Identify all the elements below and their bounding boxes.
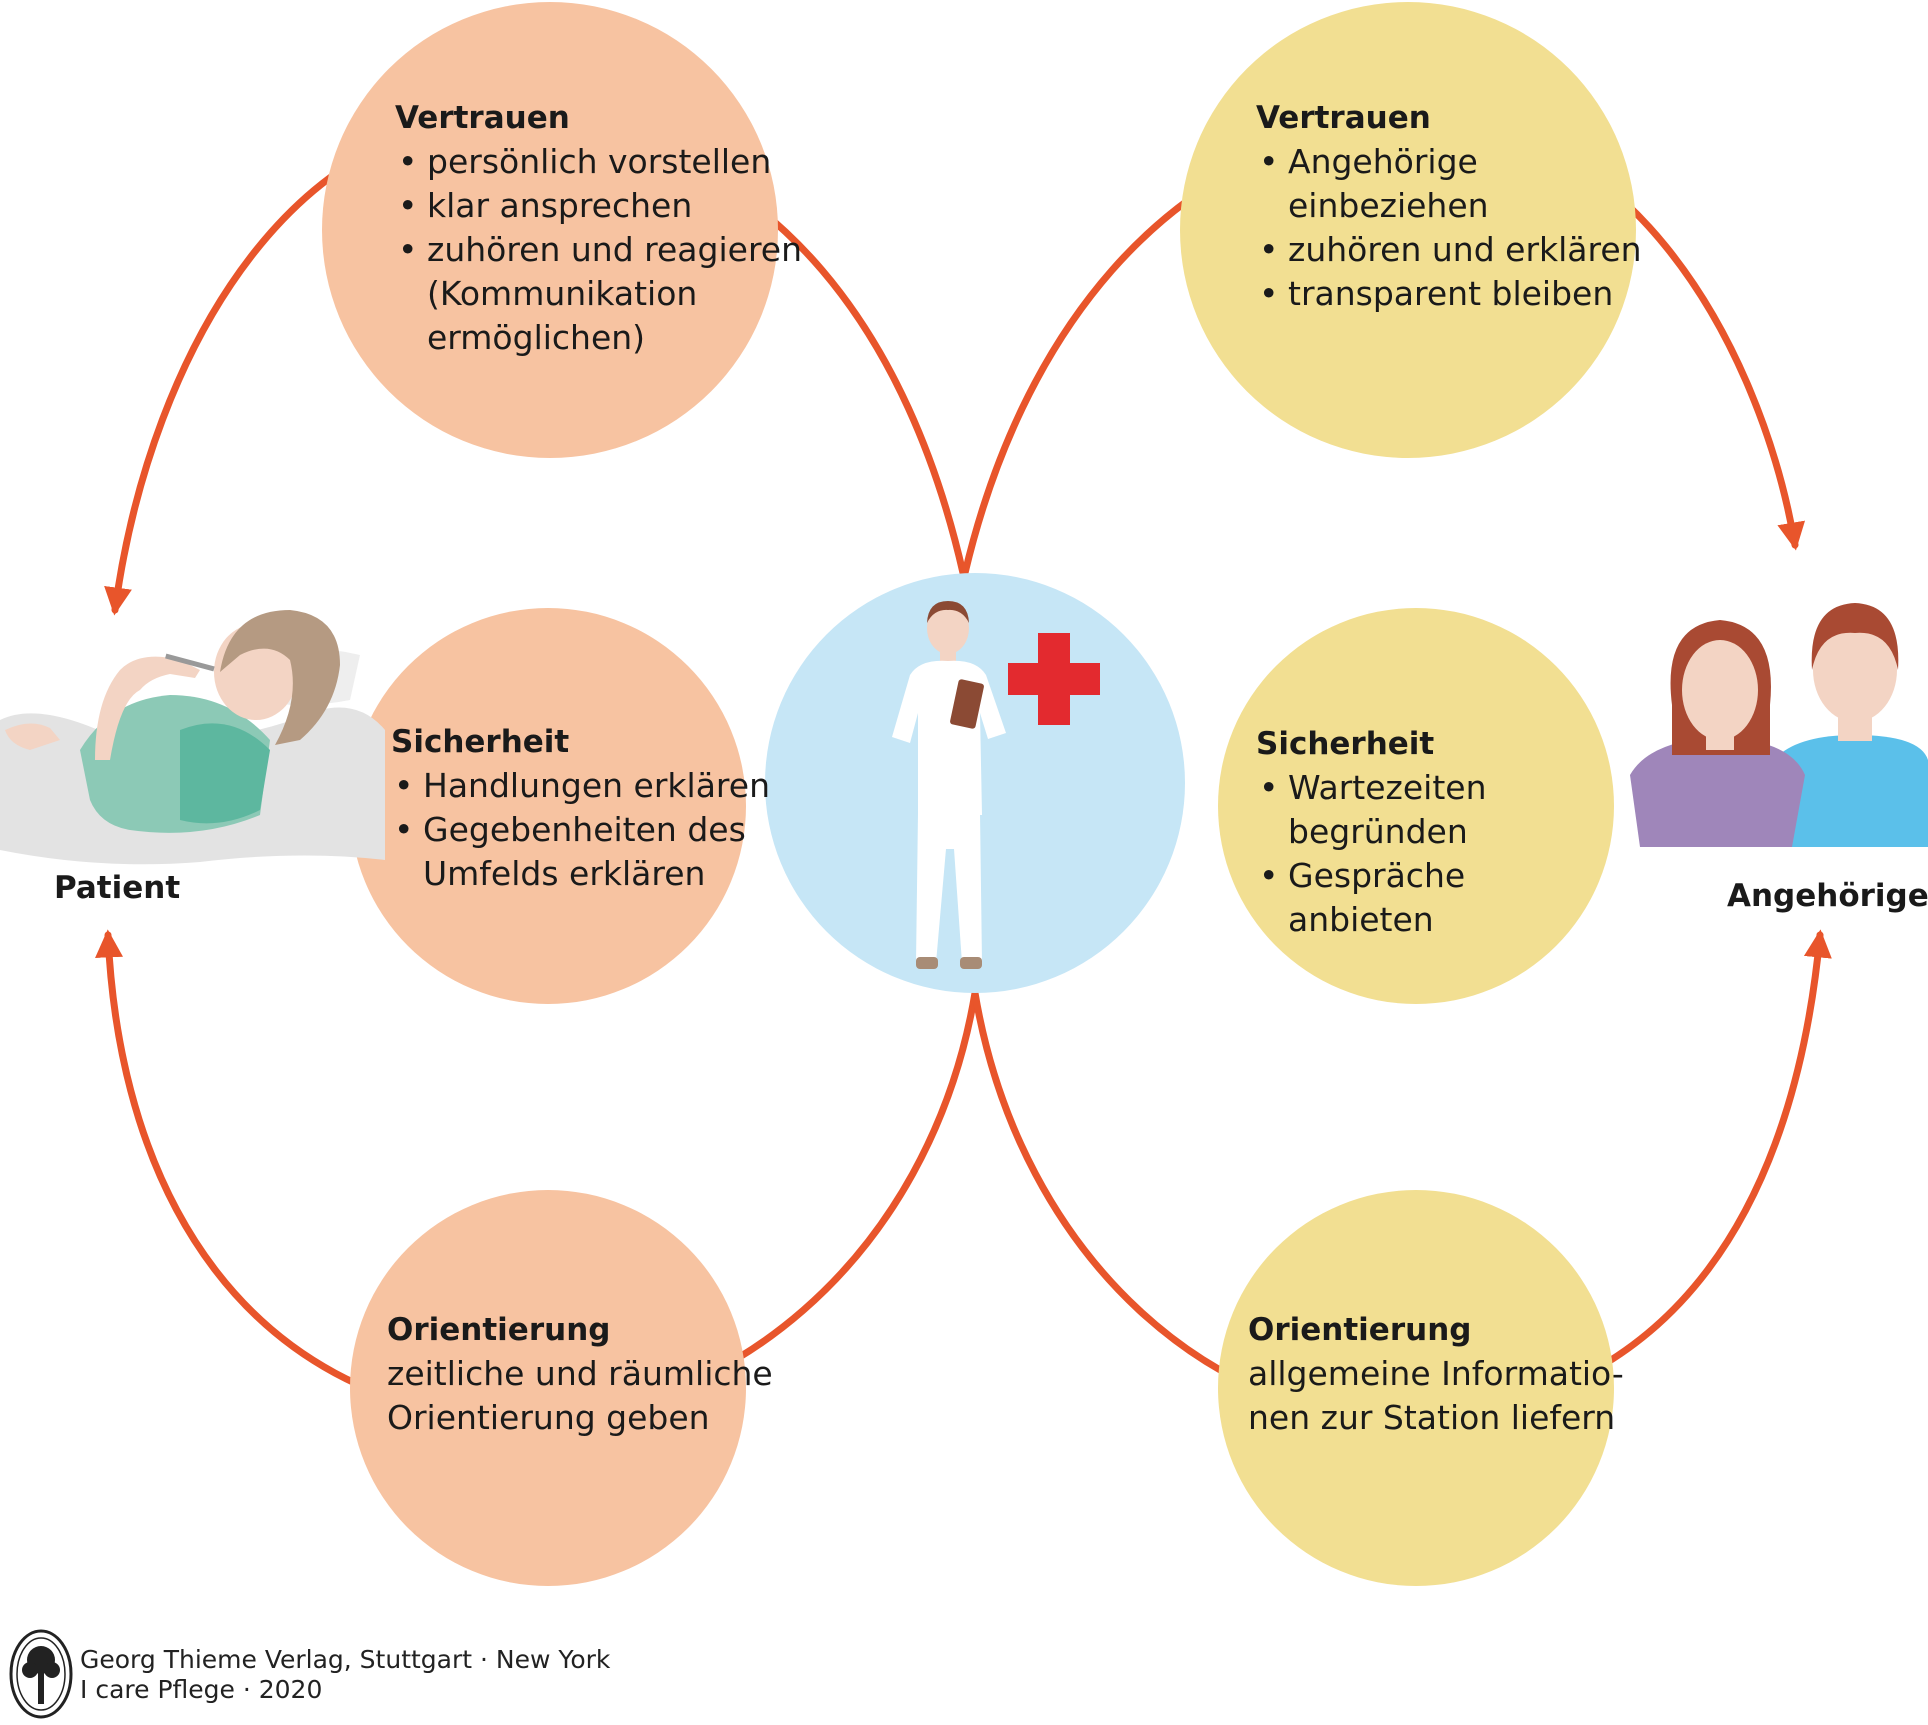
relatives-trust-heading: Vertrauen bbox=[1256, 100, 1431, 136]
list-item: •Wartezeiten begründen bbox=[1259, 768, 1487, 851]
relatives-orientation-text: Orientierung allgemeine Informatio- nen … bbox=[1248, 1308, 1624, 1440]
relatives-safety-text: Sicherheit •Wartezeiten begründen •Gespr… bbox=[1256, 722, 1487, 942]
list-item: •zuhören und reagieren (Kommunikation er… bbox=[398, 230, 803, 357]
patient-trust-circle bbox=[322, 2, 778, 458]
patient-safety-heading: Sicherheit bbox=[391, 724, 570, 760]
relatives-label: Angehörige bbox=[1727, 878, 1928, 914]
relatives-trust-circle bbox=[1180, 2, 1636, 458]
list-item: •klar ansprechen bbox=[398, 186, 693, 225]
patient-orientation-heading: Orientierung bbox=[387, 1312, 611, 1348]
relatives-orientation-heading: Orientierung bbox=[1248, 1312, 1472, 1348]
publication-line: I care Pflege · 2020 bbox=[80, 1675, 323, 1704]
patient-safety-circle bbox=[350, 608, 746, 1004]
red-cross-icon bbox=[1008, 633, 1100, 725]
patient-orientation-circle bbox=[350, 1190, 746, 1586]
relatives-safety-circle bbox=[1218, 608, 1614, 1004]
list-item: •Gespräche anbieten bbox=[1259, 856, 1466, 939]
publisher-line: Georg Thieme Verlag, Stuttgart · New Yor… bbox=[80, 1645, 611, 1674]
nurse-icon bbox=[892, 601, 1100, 969]
patient-orientation-body: zeitliche und räumliche Orientierung geb… bbox=[387, 1354, 773, 1437]
list-item: •Angehörige einbeziehen bbox=[1259, 142, 1489, 225]
patient-in-bed-icon bbox=[0, 610, 385, 865]
relatives-orientation-body: allgemeine Informatio- nen zur Station l… bbox=[1248, 1354, 1624, 1437]
patient-orientation-text: Orientierung zeitliche und räumliche Ori… bbox=[387, 1308, 773, 1440]
relatives-orientation-circle bbox=[1218, 1190, 1614, 1586]
patient-safety-text: Sicherheit •Handlungen erklären •Gegeben… bbox=[391, 720, 770, 896]
patient-trust-heading: Vertrauen bbox=[395, 100, 570, 136]
relatives-couple-icon bbox=[1630, 603, 1928, 847]
patient-label: Patient bbox=[54, 870, 181, 906]
list-item: •Handlungen erklären bbox=[394, 766, 770, 805]
list-item: •persönlich vorstellen bbox=[398, 142, 772, 181]
publisher-credit: Georg Thieme Verlag, Stuttgart · New Yor… bbox=[80, 1645, 610, 1705]
list-item: •Gegebenheiten des Umfelds erklären bbox=[394, 810, 746, 893]
patient-trust-text: Vertrauen •persönlich vorstellen •klar a… bbox=[395, 96, 802, 360]
list-item: •zuhören und erklären bbox=[1259, 230, 1642, 269]
relatives-safety-heading: Sicherheit bbox=[1256, 726, 1435, 762]
tree-seal-logo bbox=[9, 1629, 73, 1719]
relatives-trust-text: Vertrauen •Angehörige einbeziehen •zuhör… bbox=[1256, 96, 1642, 316]
list-item: •transparent bleiben bbox=[1259, 274, 1614, 313]
